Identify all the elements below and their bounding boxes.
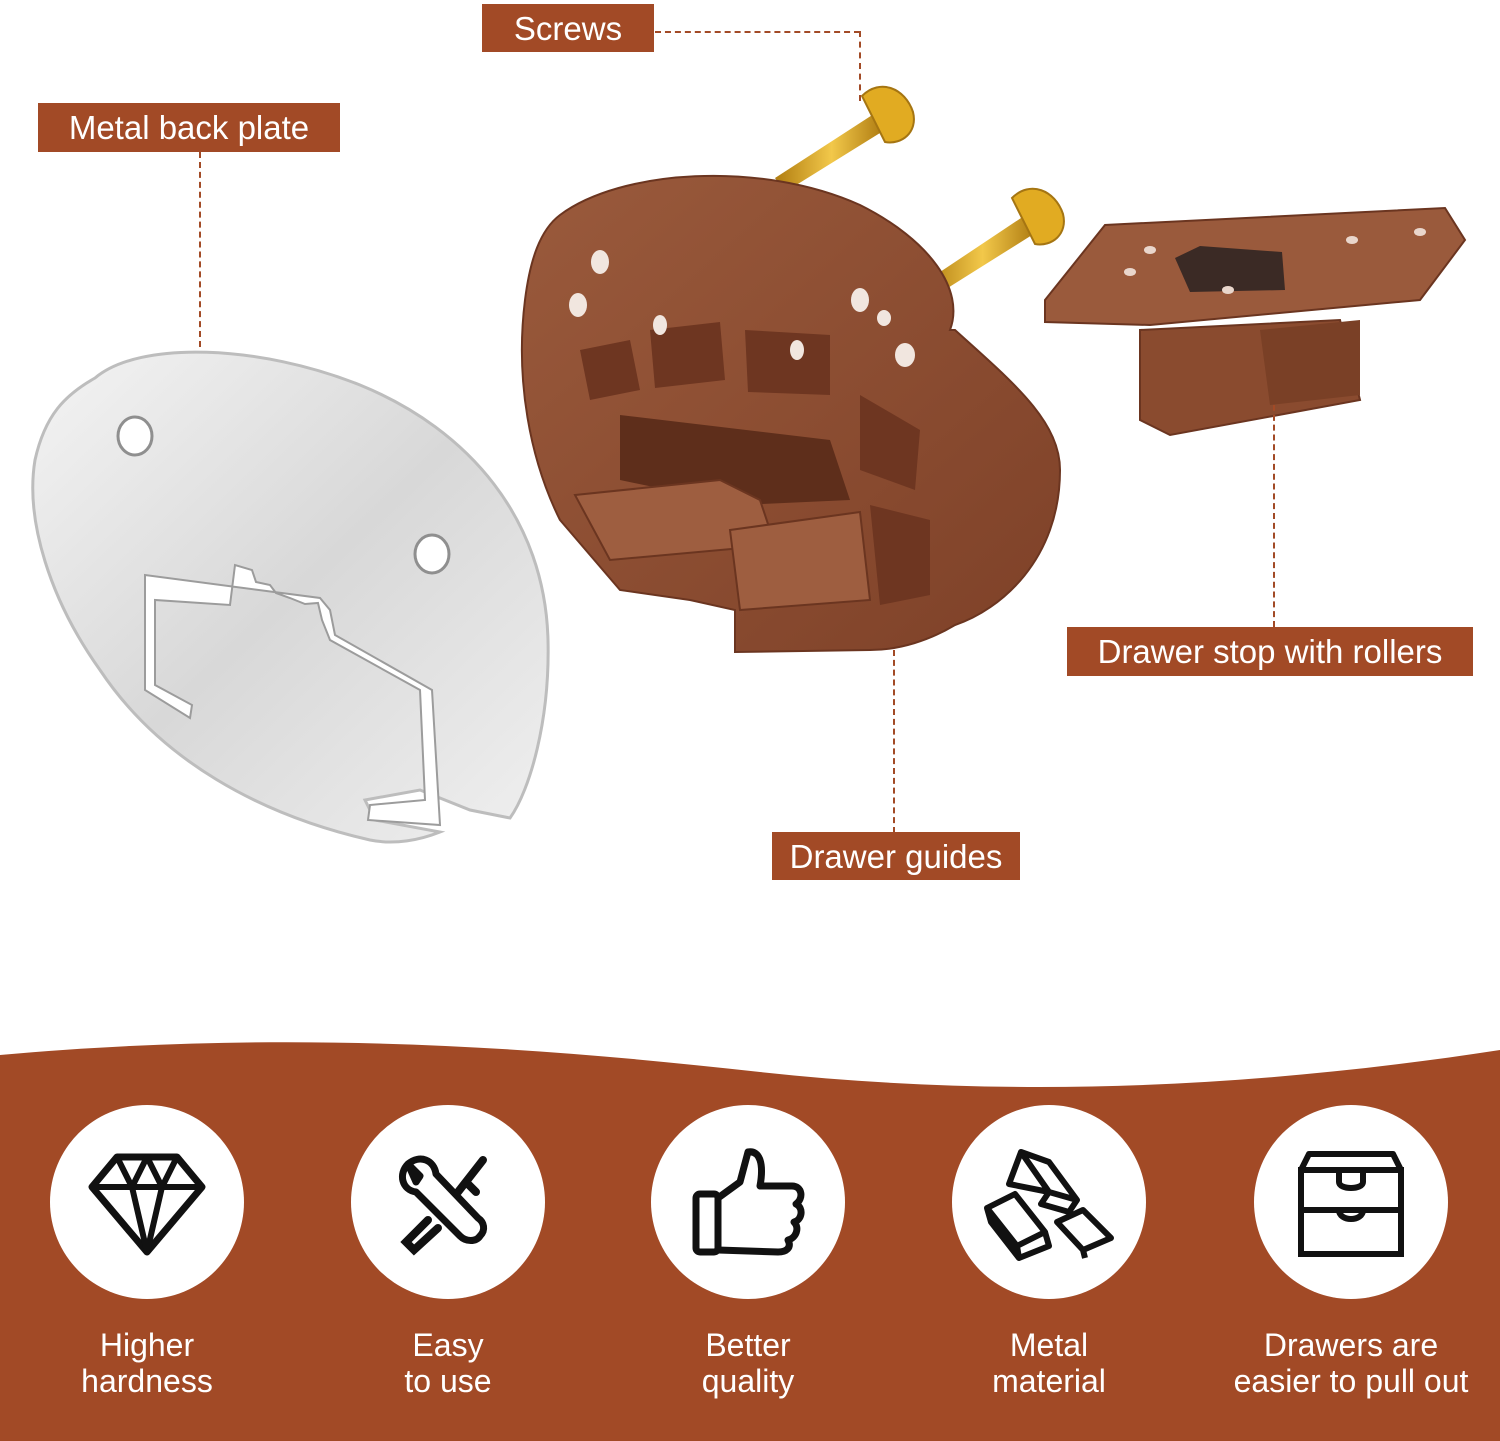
metal-bars-icon (984, 1149, 1114, 1261)
drawer-stop-connector (1273, 405, 1275, 627)
metal-back-plate-label: Metal back plate (38, 103, 340, 152)
tools-icon (398, 1155, 488, 1256)
metal-back-plate-image (31, 350, 550, 844)
feature-circle (351, 1105, 545, 1299)
feature-caption: Metal material (992, 1327, 1106, 1399)
product-illustration (31, 85, 1467, 844)
diamond-icon (88, 1153, 206, 1256)
feature-caption: Better quality (701, 1327, 795, 1399)
thumbs-up-icon (692, 1148, 805, 1256)
feature-circle (50, 1105, 244, 1299)
drawer-guides-label: Drawer guides (772, 832, 1020, 880)
feature-caption: Higher hardness (81, 1327, 213, 1399)
screws-label: Screws (482, 4, 654, 52)
feature-caption: Drawers are easier to pull out (1233, 1327, 1469, 1399)
drawer-stop-label: Drawer stop with rollers (1067, 627, 1473, 676)
screws-connector (655, 31, 860, 33)
drawer-guide-image (520, 174, 1062, 654)
drawer-stop-image (1044, 206, 1467, 437)
feature-circle (1254, 1105, 1448, 1299)
screws-connector-vertical (859, 31, 861, 101)
screws-image (775, 85, 1065, 296)
metal-back-plate-connector (199, 152, 201, 347)
feature-caption: Easy to use (404, 1327, 492, 1399)
feature-circle (952, 1105, 1146, 1299)
feature-circle (651, 1105, 845, 1299)
drawer-icon (1298, 1151, 1404, 1257)
drawer-guides-connector (893, 650, 895, 833)
